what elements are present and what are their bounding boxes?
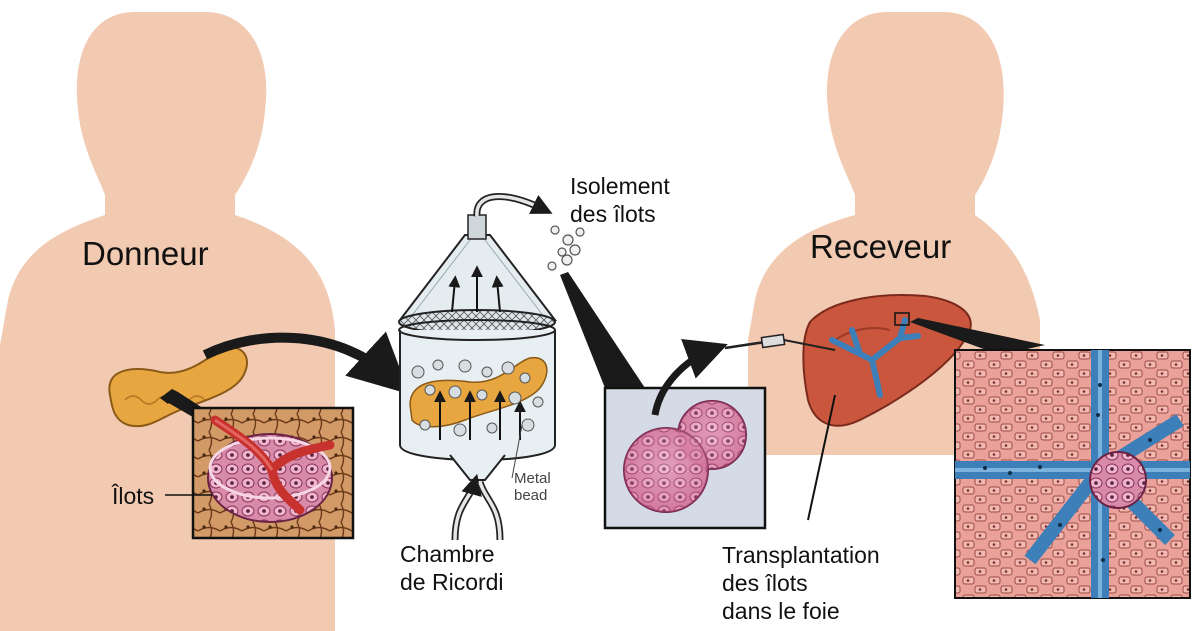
isolated-islet-box [605,388,765,528]
donor-label: Donneur [82,235,209,273]
isolation-label: Isolement des îlots [570,172,670,228]
metal-bead-label-line1: Metal [514,470,551,487]
chamber-label-line2: de Ricordi [400,568,504,596]
islets-label: Îlots [112,482,154,510]
metal-bead-label: Metal bead [514,470,551,504]
chamber-label-line1: Chambre [400,540,504,568]
liver-tissue-zoom-box [955,350,1190,598]
recipient-label: Receveur [810,228,951,266]
transplant-label: Transplantation des îlots dans le foie [722,541,880,625]
isolation-label-line2: des îlots [570,200,670,228]
isolated-islets [548,226,584,270]
metal-bead-label-line2: bead [514,487,551,504]
transplant-label-line1: Transplantation [722,541,880,569]
isolation-label-line1: Isolement [570,172,670,200]
chamber-label: Chambre de Ricordi [400,540,504,596]
transplant-label-line2: des îlots [722,569,880,597]
donor-islet-zoom-box [193,408,353,538]
islet-zoom-wedge [560,272,645,388]
transplant-label-line3: dans le foie [722,597,880,625]
